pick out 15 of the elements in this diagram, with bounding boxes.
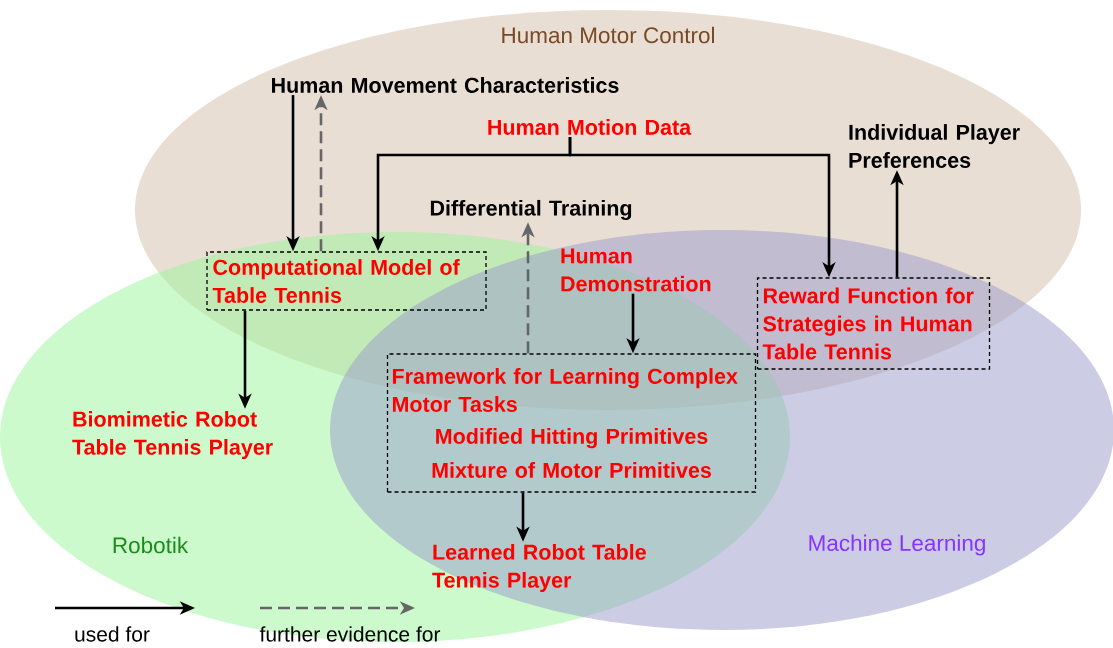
- node-label: Learned Robot Table Tennis Player: [432, 544, 646, 593]
- node-label: Human Demonstration: [561, 248, 711, 292]
- process-box: Framework for Learning Complex Motor Tasks Modified Hitting Primitives Mixture of Motor Primitives: [386, 353, 757, 493]
- region-label: Machine Learning: [809, 534, 985, 556]
- node-label: Differential Training: [430, 199, 632, 221]
- region-label: Robotik: [113, 536, 189, 554]
- node-label: Human Movement Characteristics: [272, 77, 619, 93]
- process-box: Reward Function for Strategies in Human Table Tennis: [756, 277, 991, 370]
- process-box: Computational Model of Table Tennis: [206, 251, 487, 311]
- node-label: Individual Player Preferences: [849, 124, 1020, 168]
- node-label: Biomimetic Robot Table Tennis Player: [72, 411, 273, 460]
- legend-label: used for: [75, 626, 150, 642]
- legend-label: further evidence for: [259, 626, 441, 642]
- node-label: Human Motion Data: [488, 119, 692, 135]
- region-label: Human Motor Control: [502, 26, 714, 44]
